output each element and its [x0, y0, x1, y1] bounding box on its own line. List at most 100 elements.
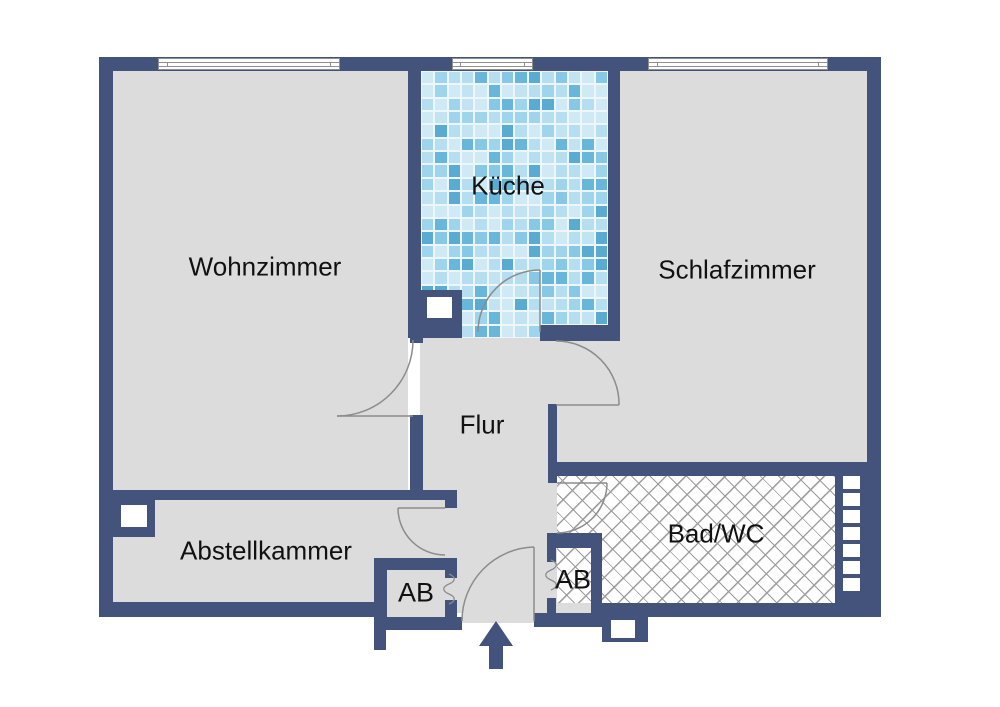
kitchen-tile: [448, 245, 461, 257]
kitchen-tile: [462, 85, 474, 97]
kitchen-tile: [582, 72, 594, 84]
kitchen-tile: [555, 312, 567, 324]
kitchen-tile: [555, 152, 567, 164]
kitchen-tile: [475, 192, 487, 204]
kitchen-tile: [435, 112, 447, 124]
kitchen-tile: [422, 72, 434, 84]
kitchen-tile: [595, 138, 607, 151]
kitchen-tile: [475, 325, 487, 337]
label-ab-right: AB: [554, 564, 592, 595]
kitchen-tile: [422, 232, 434, 244]
kitchen-tile: [435, 192, 447, 204]
kitchen-tile: [555, 178, 567, 191]
ab-right-opening-squiggle: [545, 559, 557, 591]
radiator-segment: [843, 493, 860, 506]
wall-ab-left-bottom: [374, 617, 462, 630]
kitchen-tile: [422, 178, 434, 191]
kitchen-tile: [448, 272, 461, 284]
kitchen-tile: [462, 98, 474, 111]
kitchen-tile: [555, 298, 567, 311]
window-wohnzimmer: [158, 58, 340, 70]
kitchen-tile: [528, 98, 541, 111]
radiator-segment: [843, 476, 860, 489]
kitchen-tile: [542, 218, 554, 231]
window-frame-line: [453, 66, 532, 67]
ab-left-opening-squiggle: [443, 573, 455, 605]
kitchen-tile: [595, 312, 607, 324]
kitchen-tile: [502, 98, 514, 111]
kitchen-tile: [568, 205, 581, 217]
label-schlafzimmer: Schlafzimmer: [658, 254, 816, 285]
kitchen-tile: [435, 205, 447, 217]
window-schlafzimmer: [648, 58, 828, 70]
label-abstellkammer: Abstellkammer: [180, 535, 352, 566]
kitchen-tile: [488, 258, 501, 271]
kitchen-tile: [435, 125, 447, 137]
kitchen-tile: [422, 165, 434, 177]
kitchen-tile: [502, 258, 514, 271]
kitchen-tile: [488, 138, 501, 151]
wall-ab-right-nub-top: [547, 548, 556, 562]
kitchen-tile: [528, 192, 541, 204]
kitchen-tile: [542, 245, 554, 257]
kitchen-tile: [462, 245, 474, 257]
kitchen-tile: [475, 72, 487, 84]
kitchen-tile: [515, 285, 527, 297]
kitchen-tile: [462, 285, 474, 297]
kitchen-tile: [582, 245, 594, 257]
kitchen-tile: [422, 85, 434, 97]
wall-flur-left-stub: [410, 338, 423, 343]
kitchen-tile: [528, 245, 541, 257]
kitchen-tile: [502, 85, 514, 97]
kitchen-tile: [448, 125, 461, 137]
kitchen-tile: [502, 138, 514, 151]
kitchen-tile: [462, 72, 474, 84]
kitchen-tile: [582, 125, 594, 137]
kitchen-tile: [595, 245, 607, 257]
kitchen-tile: [462, 325, 474, 337]
kitchen-tile: [448, 178, 461, 191]
kitchen-tile: [515, 152, 527, 164]
kitchen-tile: [582, 112, 594, 124]
kitchen-tile: [515, 165, 527, 177]
label-bad: Bad/WC: [667, 518, 765, 549]
abstellkammer-door-gap: [445, 508, 457, 555]
kitchen-tile: [542, 205, 554, 217]
vent-square-abstellkammer: [121, 505, 147, 527]
kitchen-tile: [528, 85, 541, 97]
kitchen-tile: [595, 218, 607, 231]
kitchen-tile: [462, 218, 474, 231]
kitchen-tile: [502, 232, 514, 244]
kitchen-tile: [422, 125, 434, 137]
kitchen-tile: [528, 138, 541, 151]
kitchen-tile: [502, 205, 514, 217]
kitchen-tile: [448, 98, 461, 111]
kitchen-tile: [475, 98, 487, 111]
wall-schlafzimmer-bad-divider: [548, 462, 881, 476]
kitchen-tile: [555, 245, 567, 257]
kitchen-tile: [462, 232, 474, 244]
kitchen-tile: [542, 112, 554, 124]
window-tick: [167, 62, 168, 67]
kitchen-tile: [448, 85, 461, 97]
kitchen-tile: [555, 218, 567, 231]
kitchen-tile: [515, 258, 527, 271]
kitchen-tile: [475, 298, 487, 311]
kitchen-tile: [542, 178, 554, 191]
door-wohnzimmer-arc: [336, 339, 414, 417]
kitchen-tile: [555, 258, 567, 271]
wall-flur-left: [410, 415, 423, 500]
kitchen-tile: [568, 125, 581, 137]
kitchen-tile: [435, 165, 447, 177]
entrance-threshold: [462, 613, 534, 623]
kitchen-tile: [422, 245, 434, 257]
kitchen-tile: [555, 205, 567, 217]
kitchen-tile: [515, 72, 527, 84]
kitchen-tile: [515, 312, 527, 324]
kitchen-tile: [488, 232, 501, 244]
kitchen-tile: [502, 165, 514, 177]
kitchen-tile: [488, 165, 501, 177]
kitchen-tile: [555, 272, 567, 284]
kitchen-tile: [502, 285, 514, 297]
